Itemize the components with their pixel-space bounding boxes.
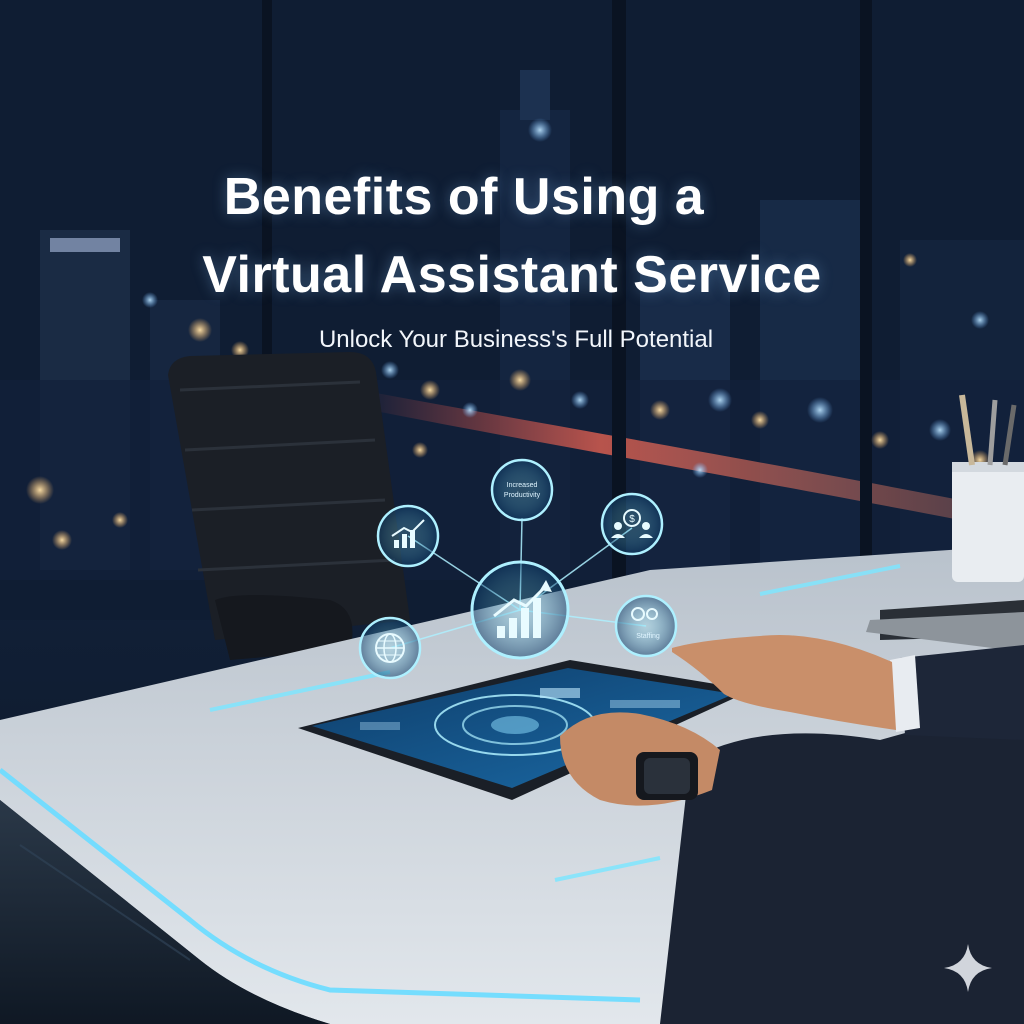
headline: Benefits of Using a Virtual Assistant Se… [0,158,1024,314]
staffing-label: Staffing [636,633,660,640]
bar-chart-icon [376,504,440,568]
growth-chart-icon [470,560,570,660]
gears-icon: Staffing [614,594,678,658]
productivity-label-1: Increased [507,482,538,489]
globe-icon [358,616,422,680]
productivity-node: Increased Productivity [490,458,554,522]
sparkle-icon [944,944,992,992]
title-line-2: Virtual Assistant Service [202,246,822,304]
subtitle: Unlock Your Business's Full Potential [318,326,714,353]
productivity-label-2: Productivity [504,492,541,499]
svg-text:$: $ [629,514,635,525]
title-line-1: Benefits of Using a [223,168,705,226]
money-people-icon: $ [600,492,664,556]
